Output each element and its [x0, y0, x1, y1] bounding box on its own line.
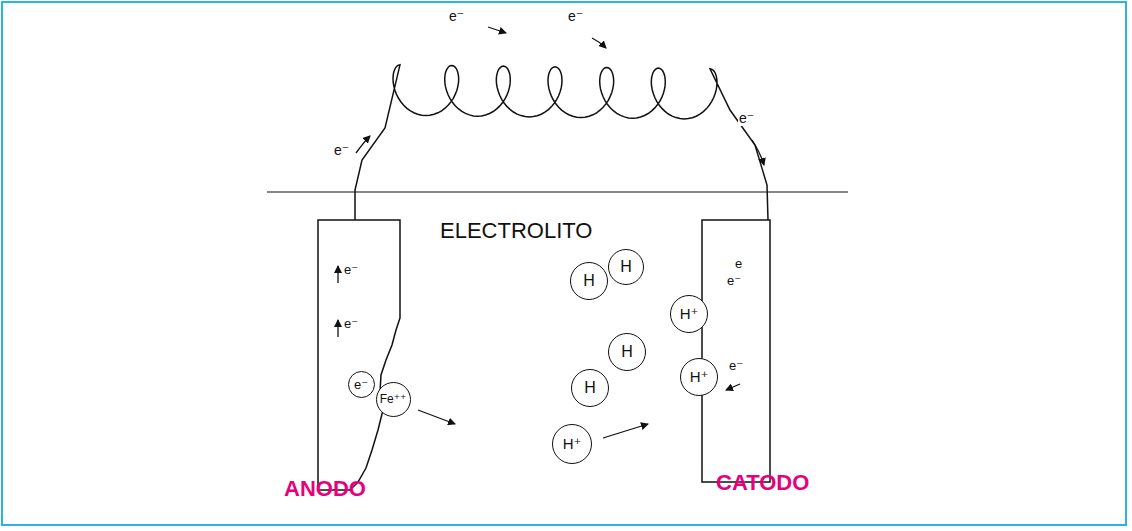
electron-arrow: [752, 140, 764, 165]
electrolyte-surface: [267, 191, 848, 192]
particle-circle: H: [608, 249, 644, 285]
particle-circle: H: [608, 333, 646, 371]
particle-label: H⁺: [563, 435, 582, 453]
electron-label: e⁻: [567, 8, 584, 24]
particle-label: H⁺: [690, 368, 709, 386]
electron-label: e⁻: [448, 8, 465, 24]
particle-circle: H⁺: [680, 358, 718, 396]
particle-label: H: [584, 379, 596, 397]
electron-arrow: [488, 27, 506, 33]
electron-label: e⁻: [343, 316, 359, 331]
particle-label: H: [621, 343, 633, 361]
electron-arrow: [337, 266, 338, 283]
particle-label: Fe⁺⁺: [380, 392, 407, 406]
cathode-label: CATODO: [716, 470, 809, 496]
electron-label: e⁻: [343, 262, 359, 277]
electron-label: e⁻: [738, 110, 755, 126]
particle-circle: e⁻: [348, 371, 375, 398]
electron-arrow: [356, 136, 370, 153]
electron-arrow: [592, 38, 606, 48]
particle-label: H: [583, 272, 595, 290]
electron-label: e⁻: [333, 142, 350, 158]
electron-arrow: [726, 384, 740, 390]
ion-arrow: [418, 410, 455, 424]
particle-circle: H: [571, 369, 609, 407]
electron-label: e: [734, 256, 743, 271]
particle-label: e⁻: [354, 377, 368, 392]
particle-label: H⁺: [680, 305, 699, 323]
anode-plate: [318, 220, 400, 490]
particle-circle: H⁺: [552, 424, 592, 464]
anode-label: ANODO: [284, 476, 366, 502]
electrolyte-label: ELECTROLITO: [440, 218, 592, 244]
particle-label: H: [620, 258, 632, 276]
cathode-plate: [702, 220, 770, 482]
electron-label: e⁻: [728, 358, 744, 373]
electron-label: e⁻: [726, 273, 742, 288]
ion-arrow: [603, 424, 648, 438]
particle-circle: H: [570, 262, 608, 300]
particle-circle: H⁺: [670, 295, 708, 333]
particle-circle: Fe⁺⁺: [376, 382, 411, 417]
electron-arrow: [337, 320, 338, 337]
wire-coil: [355, 65, 768, 220]
